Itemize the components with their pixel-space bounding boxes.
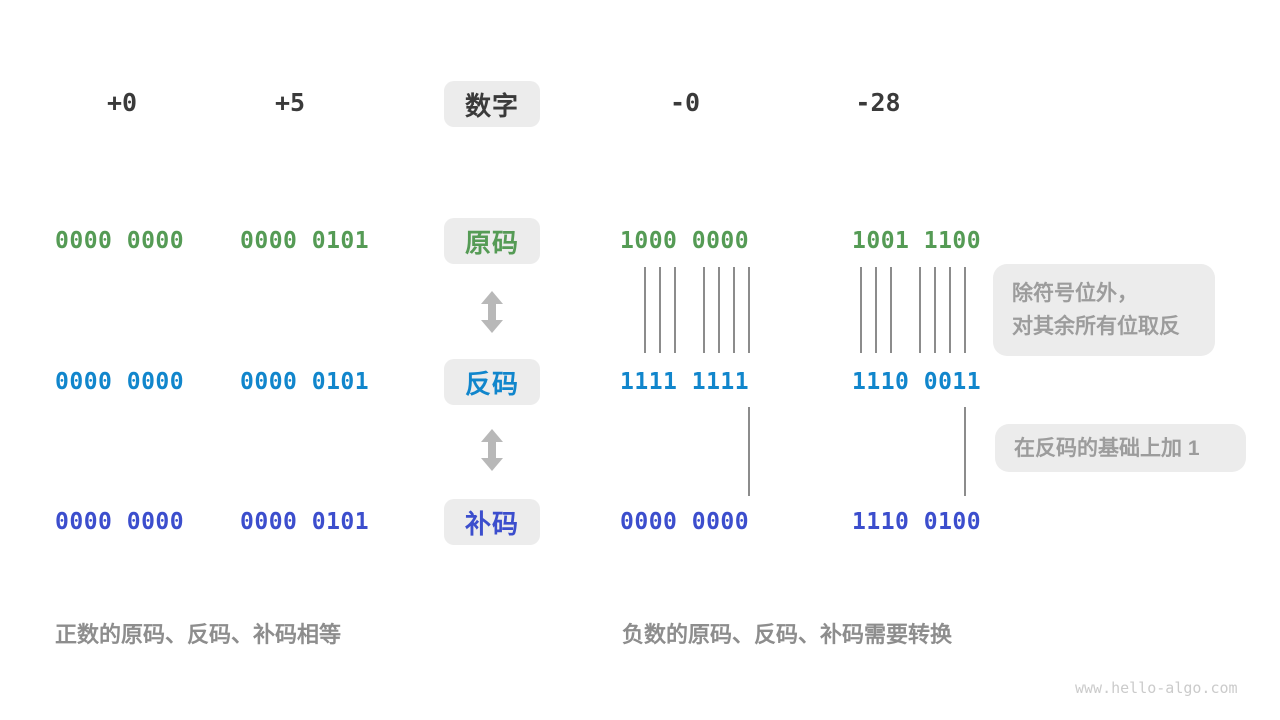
bit-line xyxy=(748,267,750,353)
ones-complement-neg-zero: 1111 1111 xyxy=(620,369,750,395)
bit-line xyxy=(875,267,877,353)
bit-line xyxy=(919,267,921,353)
sign-magnitude-pos-five: 0000 0101 xyxy=(240,228,370,254)
header-value-pos-zero: +0 xyxy=(106,88,138,117)
ones-complement-neg-28: 1110 0011 xyxy=(852,369,982,395)
twos-complement-pos-five: 0000 0101 xyxy=(240,509,370,535)
ones-complement-pos-five: 0000 0101 xyxy=(240,369,370,395)
add-one-callout-text: 在反码的基础上加 1 xyxy=(1014,436,1200,460)
bit-line xyxy=(890,267,892,353)
caption-positive-numbers: 正数的原码、反码、补码相等 xyxy=(55,622,342,647)
header-value-neg-28: -28 xyxy=(855,88,901,117)
ones-complement-pos-zero: 0000 0000 xyxy=(55,369,185,395)
bit-line xyxy=(674,267,676,353)
twos-complement-pill-label: 补码 xyxy=(464,508,519,539)
sign-magnitude-pos-zero: 0000 0000 xyxy=(55,228,185,254)
header-value-pos-five: +5 xyxy=(274,88,306,117)
bit-inversion-lines-neg-28 xyxy=(860,267,979,353)
bit-line xyxy=(718,267,720,353)
bit-line xyxy=(733,267,735,353)
twos-complement-neg-28: 1110 0100 xyxy=(852,509,982,535)
sign-magnitude-pill-label: 原码 xyxy=(464,227,519,258)
up-down-arrow-icon xyxy=(481,291,503,338)
sign-magnitude-neg-28: 1001 1100 xyxy=(852,228,982,254)
bit-line xyxy=(644,267,646,353)
header-pill-number: 数字 xyxy=(444,81,540,127)
invert-bits-callout-line1: 除符号位外， xyxy=(1012,282,1138,305)
up-down-arrow-icon xyxy=(481,429,503,476)
bit-line xyxy=(659,267,661,353)
bit-inversion-lines-neg-zero xyxy=(644,267,763,353)
twos-complement-neg-zero: 0000 0000 xyxy=(620,509,750,535)
bit-line xyxy=(949,267,951,353)
bit-line xyxy=(860,267,862,353)
header-value-neg-zero: -0 xyxy=(669,88,701,117)
add-one-line-neg-28 xyxy=(964,407,966,496)
watermark-url: www.hello-algo.com xyxy=(1075,679,1238,697)
twos-complement-pos-zero: 0000 0000 xyxy=(55,509,185,535)
ones-complement-pill: 反码 xyxy=(444,359,540,405)
sign-magnitude-pill: 原码 xyxy=(444,218,540,264)
invert-bits-callout-line2: 对其余所有位取反 xyxy=(1012,315,1180,338)
add-one-callout: 在反码的基础上加 1 xyxy=(995,424,1246,472)
ones-complement-pill-label: 反码 xyxy=(464,368,519,399)
sign-magnitude-neg-zero: 1000 0000 xyxy=(620,228,750,254)
twos-complement-pill: 补码 xyxy=(444,499,540,545)
invert-bits-callout: 除符号位外， 对其余所有位取反 xyxy=(993,264,1215,356)
bit-line xyxy=(964,267,966,353)
bit-line xyxy=(934,267,936,353)
add-one-line-neg-zero xyxy=(748,407,750,496)
header-pill-number-label: 数字 xyxy=(464,90,519,121)
bit-line xyxy=(703,267,705,353)
caption-negative-numbers: 负数的原码、反码、补码需要转换 xyxy=(622,622,953,647)
